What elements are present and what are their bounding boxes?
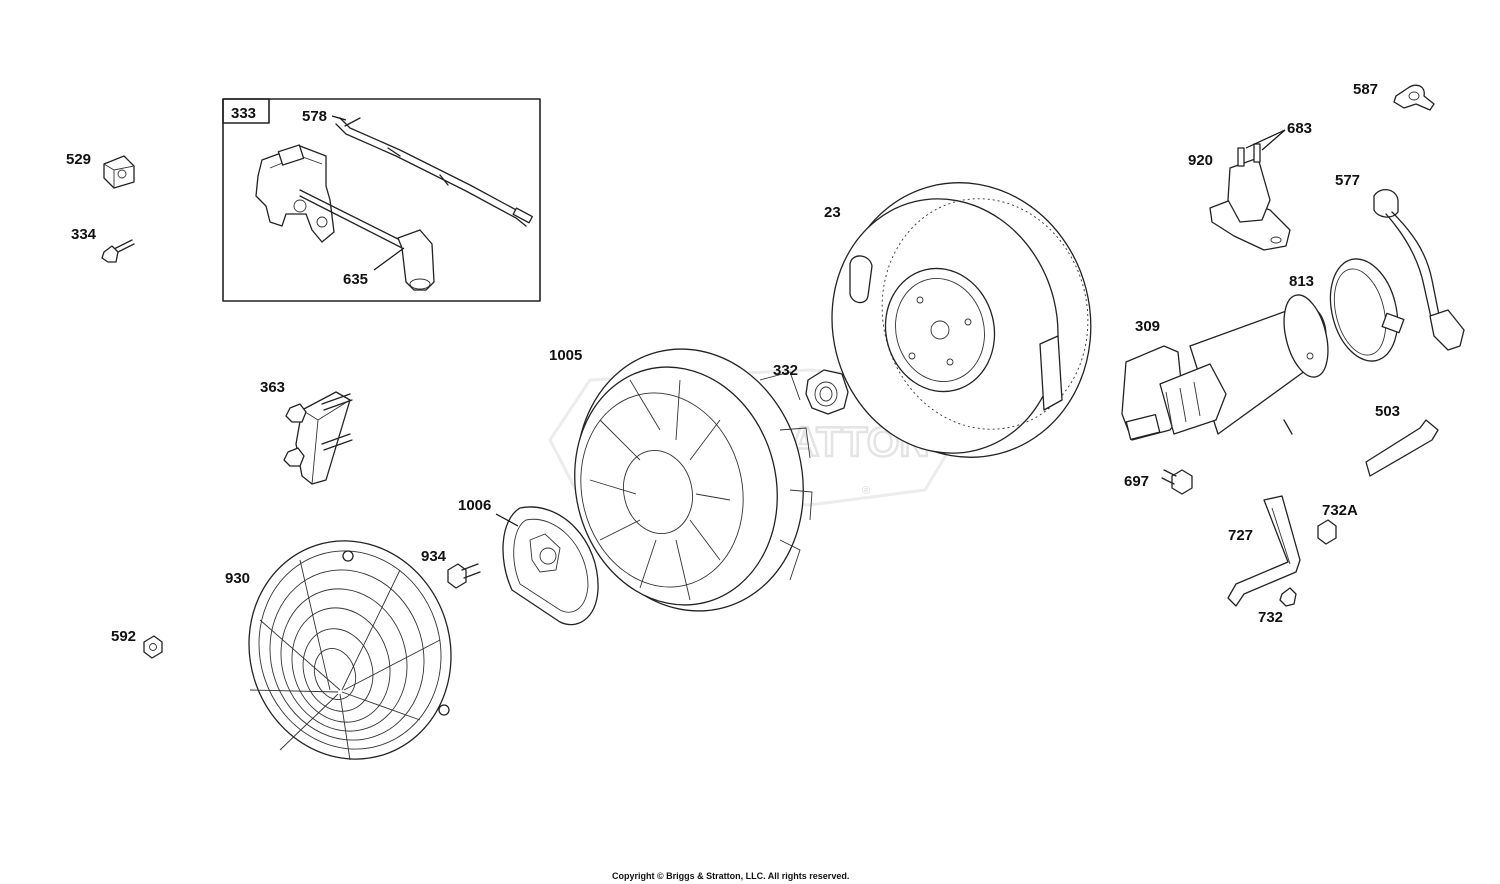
callout-332: 332: [773, 362, 798, 379]
callout-group-732: 732: [1258, 609, 1283, 626]
callout-930: 930: [225, 570, 250, 587]
starter-solenoid-drawing: [1209, 143, 1291, 251]
fan-flywheel-drawing: [574, 348, 813, 612]
wire-harness-drawing: [335, 117, 534, 227]
screw-drawing: [101, 239, 135, 263]
callout-732: 732: [1258, 609, 1283, 626]
bracket-drawing-727: [1227, 495, 1301, 607]
bolt-drawing-697: [1161, 469, 1193, 495]
callout-697: 697: [1124, 473, 1149, 490]
grill-guard-drawing: [248, 540, 452, 761]
callout-group-732A: 732A: [1322, 502, 1358, 519]
callout-23: 23: [824, 204, 841, 221]
nut-drawing-732A: [1317, 519, 1337, 545]
callout-529: 529: [66, 151, 91, 168]
callout-813: 813: [1289, 273, 1314, 290]
callout-1005: 1005: [549, 347, 582, 364]
mounting-bracket-drawing: [283, 391, 353, 485]
copyright-notice: Copyright © Briggs & Stratton, LLC. All …: [612, 871, 849, 881]
callout-group-333: 333 578 635: [231, 105, 405, 288]
ignition-armature-kit-box[interactable]: [222, 98, 541, 302]
ignition-module-drawing: [255, 144, 435, 291]
flywheel-nut-drawing: [805, 369, 849, 415]
callout-732A: 732A: [1322, 502, 1358, 519]
callout-333: 333: [231, 105, 256, 122]
callout-309: 309: [1135, 318, 1160, 335]
callout-727: 727: [1228, 527, 1253, 544]
nut-drawing-592: [143, 635, 163, 659]
watermark-registered-mark: ®: [862, 485, 870, 497]
bolt-drawing-934: [447, 563, 481, 589]
callout-group-1006: 1006: [458, 497, 519, 527]
starter-motor-drawing: [1121, 294, 1329, 441]
flywheel-ring-gear-drawing: [831, 182, 1092, 458]
callout-503: 503: [1375, 403, 1400, 420]
clamp-drawing-587: [1393, 84, 1435, 111]
plate-drawing-503: [1365, 419, 1439, 477]
callout-group-683: 683 920: [1188, 120, 1312, 169]
callout-363: 363: [260, 379, 285, 396]
callout-1006: 1006: [458, 497, 491, 514]
callout-920: 920: [1188, 152, 1213, 169]
grommet-drawing: [103, 155, 135, 189]
flywheel-screen-drawing: [502, 506, 599, 626]
callout-578: 578: [302, 108, 327, 125]
callout-334: 334: [71, 226, 97, 243]
callout-683: 683: [1287, 120, 1312, 137]
starter-cable-drawing: [1373, 189, 1465, 351]
callout-635: 635: [343, 271, 368, 288]
callout-934: 934: [421, 548, 447, 565]
callout-577: 577: [1335, 172, 1360, 189]
screw-drawing-732: [1279, 587, 1297, 607]
band-clamp-drawing: [1329, 258, 1405, 362]
callout-587: 587: [1353, 81, 1378, 98]
callout-592: 592: [111, 628, 136, 645]
